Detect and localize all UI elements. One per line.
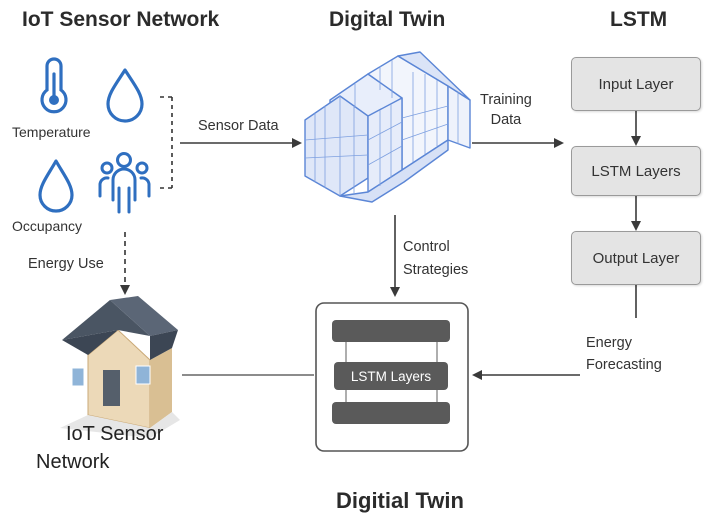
training-data-label: Training Data — [480, 90, 532, 130]
thermometer-icon — [40, 57, 68, 114]
sensor-bracket — [160, 96, 173, 189]
training-data-line2: Data — [490, 112, 522, 128]
occupancy-label: Occupancy — [12, 218, 83, 234]
twin-module — [315, 302, 469, 452]
energy-use-label: Energy Use — [28, 256, 104, 272]
house-label: IoT Sensor Network — [36, 420, 163, 476]
training-data-line1: Training — [480, 92, 532, 108]
energy-forecasting-line1: Energy — [586, 335, 632, 351]
twin-module-label: LSTM Layers — [350, 368, 432, 384]
control-strategies-label: Control Strategies — [403, 236, 468, 282]
lstm-layers-box: LSTM Layers — [571, 146, 701, 196]
sensor-data-label: Sensor Data — [198, 118, 279, 134]
bottom-title: Digitial Twin — [336, 488, 464, 513]
lstm-title: LSTM — [610, 8, 668, 31]
control-strategies-line1: Control — [403, 239, 450, 255]
iot-network-title: IoT Sensor Network — [22, 8, 220, 31]
output-layer-box: Output Layer — [571, 231, 701, 285]
wireframe-house-grid — [304, 60, 459, 196]
digital-twin-title: Digital Twin — [329, 8, 446, 31]
input-layer-box: Input Layer — [571, 57, 701, 111]
occupancy-people-icon — [98, 152, 151, 214]
temperature-label: Temperature — [12, 124, 91, 140]
house-label-line1: IoT Sensor — [66, 423, 164, 445]
house-icon — [60, 296, 180, 438]
wireframe-house-icon — [304, 51, 471, 203]
energy-forecasting-line2: Forecasting — [586, 357, 662, 373]
control-strategies-line2: Strategies — [403, 262, 469, 278]
humidity-drop-icon — [106, 68, 144, 123]
house-label-line2: Network — [36, 451, 110, 473]
drop-icon — [38, 159, 74, 213]
energy-forecasting-label: Energy Forecasting — [586, 332, 662, 376]
